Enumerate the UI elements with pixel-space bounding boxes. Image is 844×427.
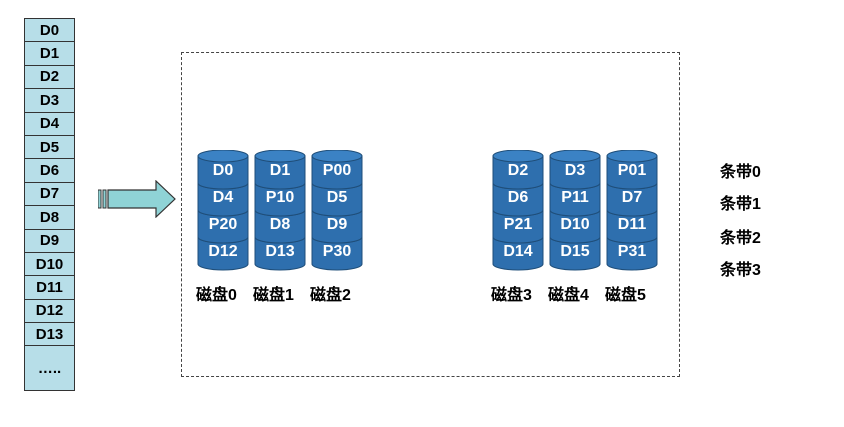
disk-block: D15: [560, 243, 590, 260]
disk-label: 磁盘5: [605, 287, 646, 304]
stripe-label: 条带3: [720, 262, 761, 279]
disk-block: D11: [617, 216, 647, 233]
right-arrow-icon: [98, 180, 176, 218]
raid-array-frame: [181, 52, 680, 377]
disk-label: 磁盘0: [196, 287, 237, 304]
disk-cylinder-icon: [492, 150, 544, 271]
data-block: D5: [24, 134, 75, 159]
disk-label: 磁盘3: [491, 287, 532, 304]
disk-cylinder-icon: [254, 150, 306, 271]
data-block: D4: [24, 111, 75, 135]
disk-block: P21: [503, 216, 533, 233]
disk-block: P00: [322, 162, 352, 179]
stripe-label: 条带2: [720, 230, 761, 247]
disk-label: 磁盘1: [253, 287, 294, 304]
disk-block: D1: [269, 162, 291, 179]
disk-label: 磁盘2: [310, 287, 351, 304]
disk-block: P01: [617, 162, 647, 179]
disk-block: D6: [507, 189, 529, 206]
disk-block: D14: [503, 243, 533, 260]
data-block: D13: [24, 322, 75, 346]
data-block: D7: [24, 181, 75, 206]
disk-block: D9: [326, 216, 348, 233]
disk-cylinder-icon: [549, 150, 601, 271]
data-block: D11: [24, 275, 75, 299]
stripe-label: 条带0: [720, 164, 761, 181]
data-block: D3: [24, 88, 75, 112]
disk-block: D12: [208, 243, 238, 260]
disk-block: D7: [621, 189, 643, 206]
data-block: D6: [24, 158, 75, 182]
data-block-list: D0 D1 D2 D3 D4 D5 D6 D7 D8 D9 D10 D11 D1…: [24, 18, 75, 392]
data-block: D2: [24, 64, 75, 89]
disk-block: P20: [208, 216, 238, 233]
disk-block: P30: [322, 243, 352, 260]
stripe-label: 条带1: [720, 196, 761, 213]
data-block: D12: [24, 298, 75, 323]
disk-cylinder-icon: [606, 150, 658, 271]
data-block-ellipsis: …..: [24, 345, 75, 392]
disk-block: D2: [507, 162, 529, 179]
disk-block: D10: [560, 216, 590, 233]
disk-cylinder-icon: [311, 150, 363, 271]
disk-block: D8: [269, 216, 291, 233]
data-block: D8: [24, 205, 75, 229]
disk-block: P10: [265, 189, 295, 206]
disk-block: D5: [326, 189, 348, 206]
disk-block: D4: [212, 189, 234, 206]
disk-label: 磁盘4: [548, 287, 589, 304]
data-block: D0: [24, 18, 75, 42]
disk-block: P11: [561, 189, 589, 206]
disk-block: D3: [564, 162, 586, 179]
disk-cylinder-icon: [197, 150, 249, 271]
disk-block: D0: [212, 162, 234, 179]
data-block: D10: [24, 251, 75, 276]
data-block: D9: [24, 228, 75, 252]
disk-block: D13: [265, 243, 295, 260]
disk-block: P31: [617, 243, 647, 260]
data-block: D1: [24, 41, 75, 65]
